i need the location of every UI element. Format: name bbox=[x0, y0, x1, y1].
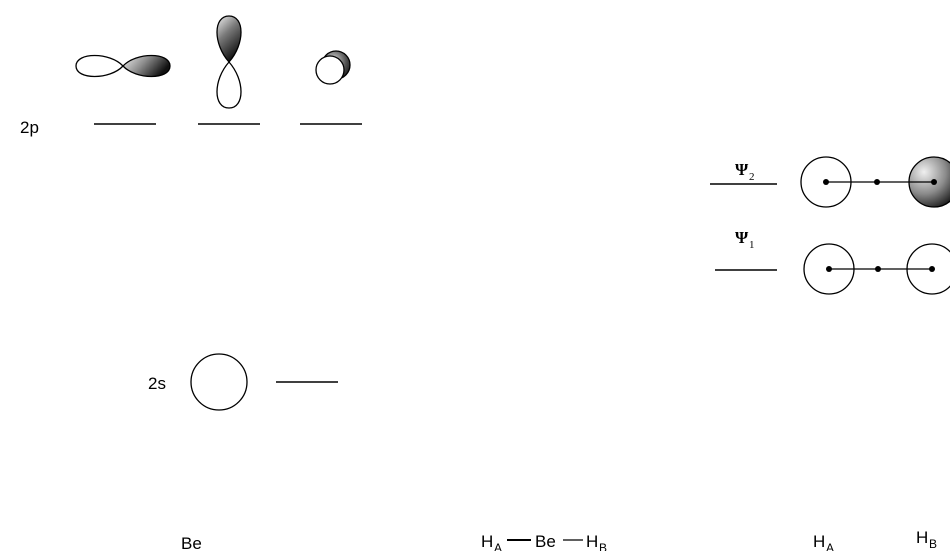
psi2-orbital-icon bbox=[800, 156, 950, 208]
label-ha: H A bbox=[813, 532, 834, 551]
svg-text:H: H bbox=[813, 532, 825, 551]
svg-text:A: A bbox=[494, 541, 502, 551]
svg-text:H: H bbox=[916, 528, 928, 547]
svg-text:H: H bbox=[586, 532, 598, 551]
label-hb: H B bbox=[916, 528, 937, 551]
pz-orbital-icon bbox=[216, 15, 242, 109]
label-be: Be bbox=[181, 534, 202, 551]
psi1-orbital-icon bbox=[803, 243, 950, 295]
psi2-label: Ψ 2 bbox=[735, 160, 755, 183]
label-2p: 2p bbox=[20, 118, 39, 137]
px-orbital-icon bbox=[75, 54, 171, 78]
svg-text:2: 2 bbox=[749, 171, 755, 183]
svg-text:1: 1 bbox=[749, 239, 755, 251]
py-orbital-icon bbox=[315, 50, 351, 85]
molecule-label: H A Be H B bbox=[481, 532, 607, 551]
svg-text:B: B bbox=[599, 541, 607, 551]
s-orbital-icon bbox=[190, 353, 248, 411]
svg-text:H: H bbox=[481, 532, 493, 551]
svg-text:B: B bbox=[929, 537, 937, 551]
svg-text:Ψ: Ψ bbox=[735, 228, 749, 247]
svg-text:A: A bbox=[826, 541, 834, 551]
svg-text:Be: Be bbox=[535, 532, 556, 551]
label-2s: 2s bbox=[148, 374, 166, 393]
svg-text:Ψ: Ψ bbox=[735, 160, 749, 179]
psi1-label: Ψ 1 bbox=[735, 228, 755, 251]
